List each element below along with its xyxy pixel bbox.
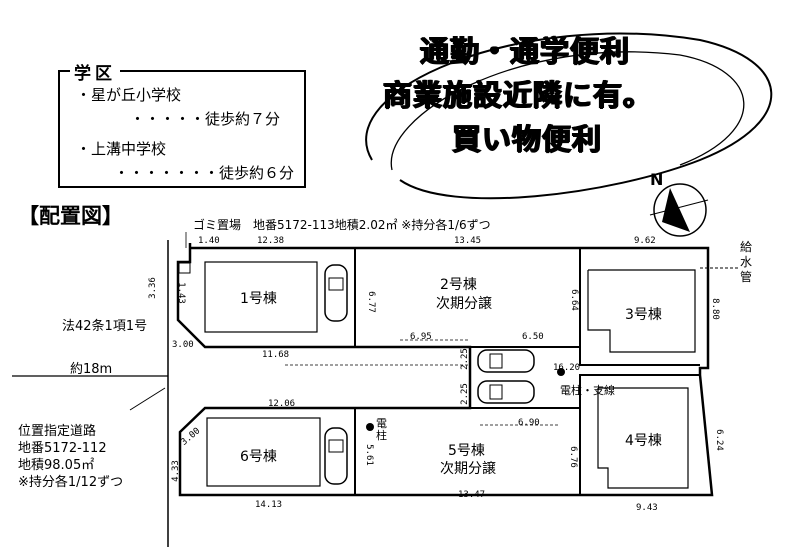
car-icon xyxy=(477,380,535,404)
dim-label: 11.68 xyxy=(262,350,290,360)
elementary-walk-time: ・・・・・徒歩約７分 xyxy=(130,110,281,128)
building-2-sublabel: 次期分譲 xyxy=(436,296,492,312)
dim-label: 5.61 xyxy=(363,444,374,466)
dim-label: 6.90 xyxy=(518,418,540,428)
dim-label: 6.64 xyxy=(568,289,579,311)
share-note: ※持分各1/12ずつ xyxy=(18,475,124,490)
dim-label: 6.24 xyxy=(713,429,724,451)
dim-label: 1.40 xyxy=(198,236,220,246)
compass-icon xyxy=(649,183,709,237)
dim-label: 6.50 xyxy=(522,332,544,342)
compass-north-label: N xyxy=(650,170,664,189)
dim-label: 12.38 xyxy=(257,236,285,246)
site-boundary xyxy=(176,243,714,497)
building-4-label: 4号棟 xyxy=(625,433,662,449)
dim-label: 9.62 xyxy=(634,236,656,246)
slogan-line-2: 商業施設近隣に有。 xyxy=(383,78,654,112)
private-road-note: 位置指定道路 xyxy=(18,424,97,439)
garbage-note: ゴミ置場 地番5172-113地積2.02㎡ ※持分各1/6ずつ xyxy=(193,218,491,232)
car-icon xyxy=(324,427,348,485)
building-1-label: 1号棟 xyxy=(240,291,277,307)
dim-label: 2.25 xyxy=(459,348,470,370)
law-note: 法42条1項1号 xyxy=(62,319,148,334)
pole-support-note: 電柱・支線 xyxy=(560,384,615,397)
building-6-label: 6号棟 xyxy=(240,449,277,465)
area-note: 地積98.05㎡ xyxy=(18,458,95,473)
school-district-title: 学区 xyxy=(70,59,120,84)
dim-label: 13.47 xyxy=(458,490,486,500)
school-district-box: 学区 ・星が丘小学校 ・・・・・徒歩約７分 ・上溝中学校 ・・・・・・・徒歩約６… xyxy=(58,59,306,188)
dim-label: 3.36 xyxy=(147,277,158,299)
dim-label: 9.43 xyxy=(636,503,658,513)
dim-label: 6.76 xyxy=(567,446,578,468)
dim-label: 6.95 xyxy=(410,332,432,342)
slogan-line-3: 買い物便利 xyxy=(452,122,603,156)
garbage-area xyxy=(178,262,191,274)
dim-label: 4.33 xyxy=(170,460,181,482)
pole-note: 電柱 xyxy=(376,417,387,442)
building-6-footprint xyxy=(206,417,321,487)
building-5-sublabel: 次期分譲 xyxy=(440,461,496,477)
utility-pole-icon xyxy=(366,423,374,431)
dim-label: 2.25 xyxy=(459,383,470,405)
building-2-label: 2号棟 xyxy=(440,277,477,293)
building-5-label: 5号棟 xyxy=(448,443,485,459)
road-width-note: 約18m xyxy=(70,362,113,377)
dim-label: 1.43 xyxy=(175,282,186,304)
dim-label: 12.06 xyxy=(268,399,296,409)
car-icon xyxy=(477,349,535,373)
dim-label: 14.13 xyxy=(255,500,283,510)
building-4-footprint xyxy=(597,387,689,489)
dim-label: 16.20 xyxy=(553,363,581,373)
dim-label: 3.00 xyxy=(172,340,194,350)
lot-number-note: 地番5172-112 xyxy=(18,441,107,456)
building-3-label: 3号棟 xyxy=(625,307,662,323)
page-title: 【配置図】 xyxy=(18,204,123,228)
building-1-footprint xyxy=(204,261,318,333)
utility-pole-icon xyxy=(557,368,565,376)
junior-high-walk-time: ・・・・・・・徒歩約６分 xyxy=(114,164,295,182)
dim-label: 13.45 xyxy=(454,236,482,246)
water-pipe-note: 給水管 xyxy=(740,240,753,284)
slogan-line-1: 通勤・通学便利 xyxy=(420,34,631,68)
junior-high-school: ・上溝中学校 xyxy=(76,140,167,158)
dim-label: 6.77 xyxy=(365,291,376,313)
elementary-school: ・星が丘小学校 xyxy=(76,86,182,104)
swoosh-ellipse xyxy=(390,51,745,171)
building-3-footprint xyxy=(587,269,696,353)
car-icon xyxy=(324,264,348,322)
swoosh-ellipse xyxy=(365,32,773,200)
dim-label: 8.80 xyxy=(709,298,720,320)
